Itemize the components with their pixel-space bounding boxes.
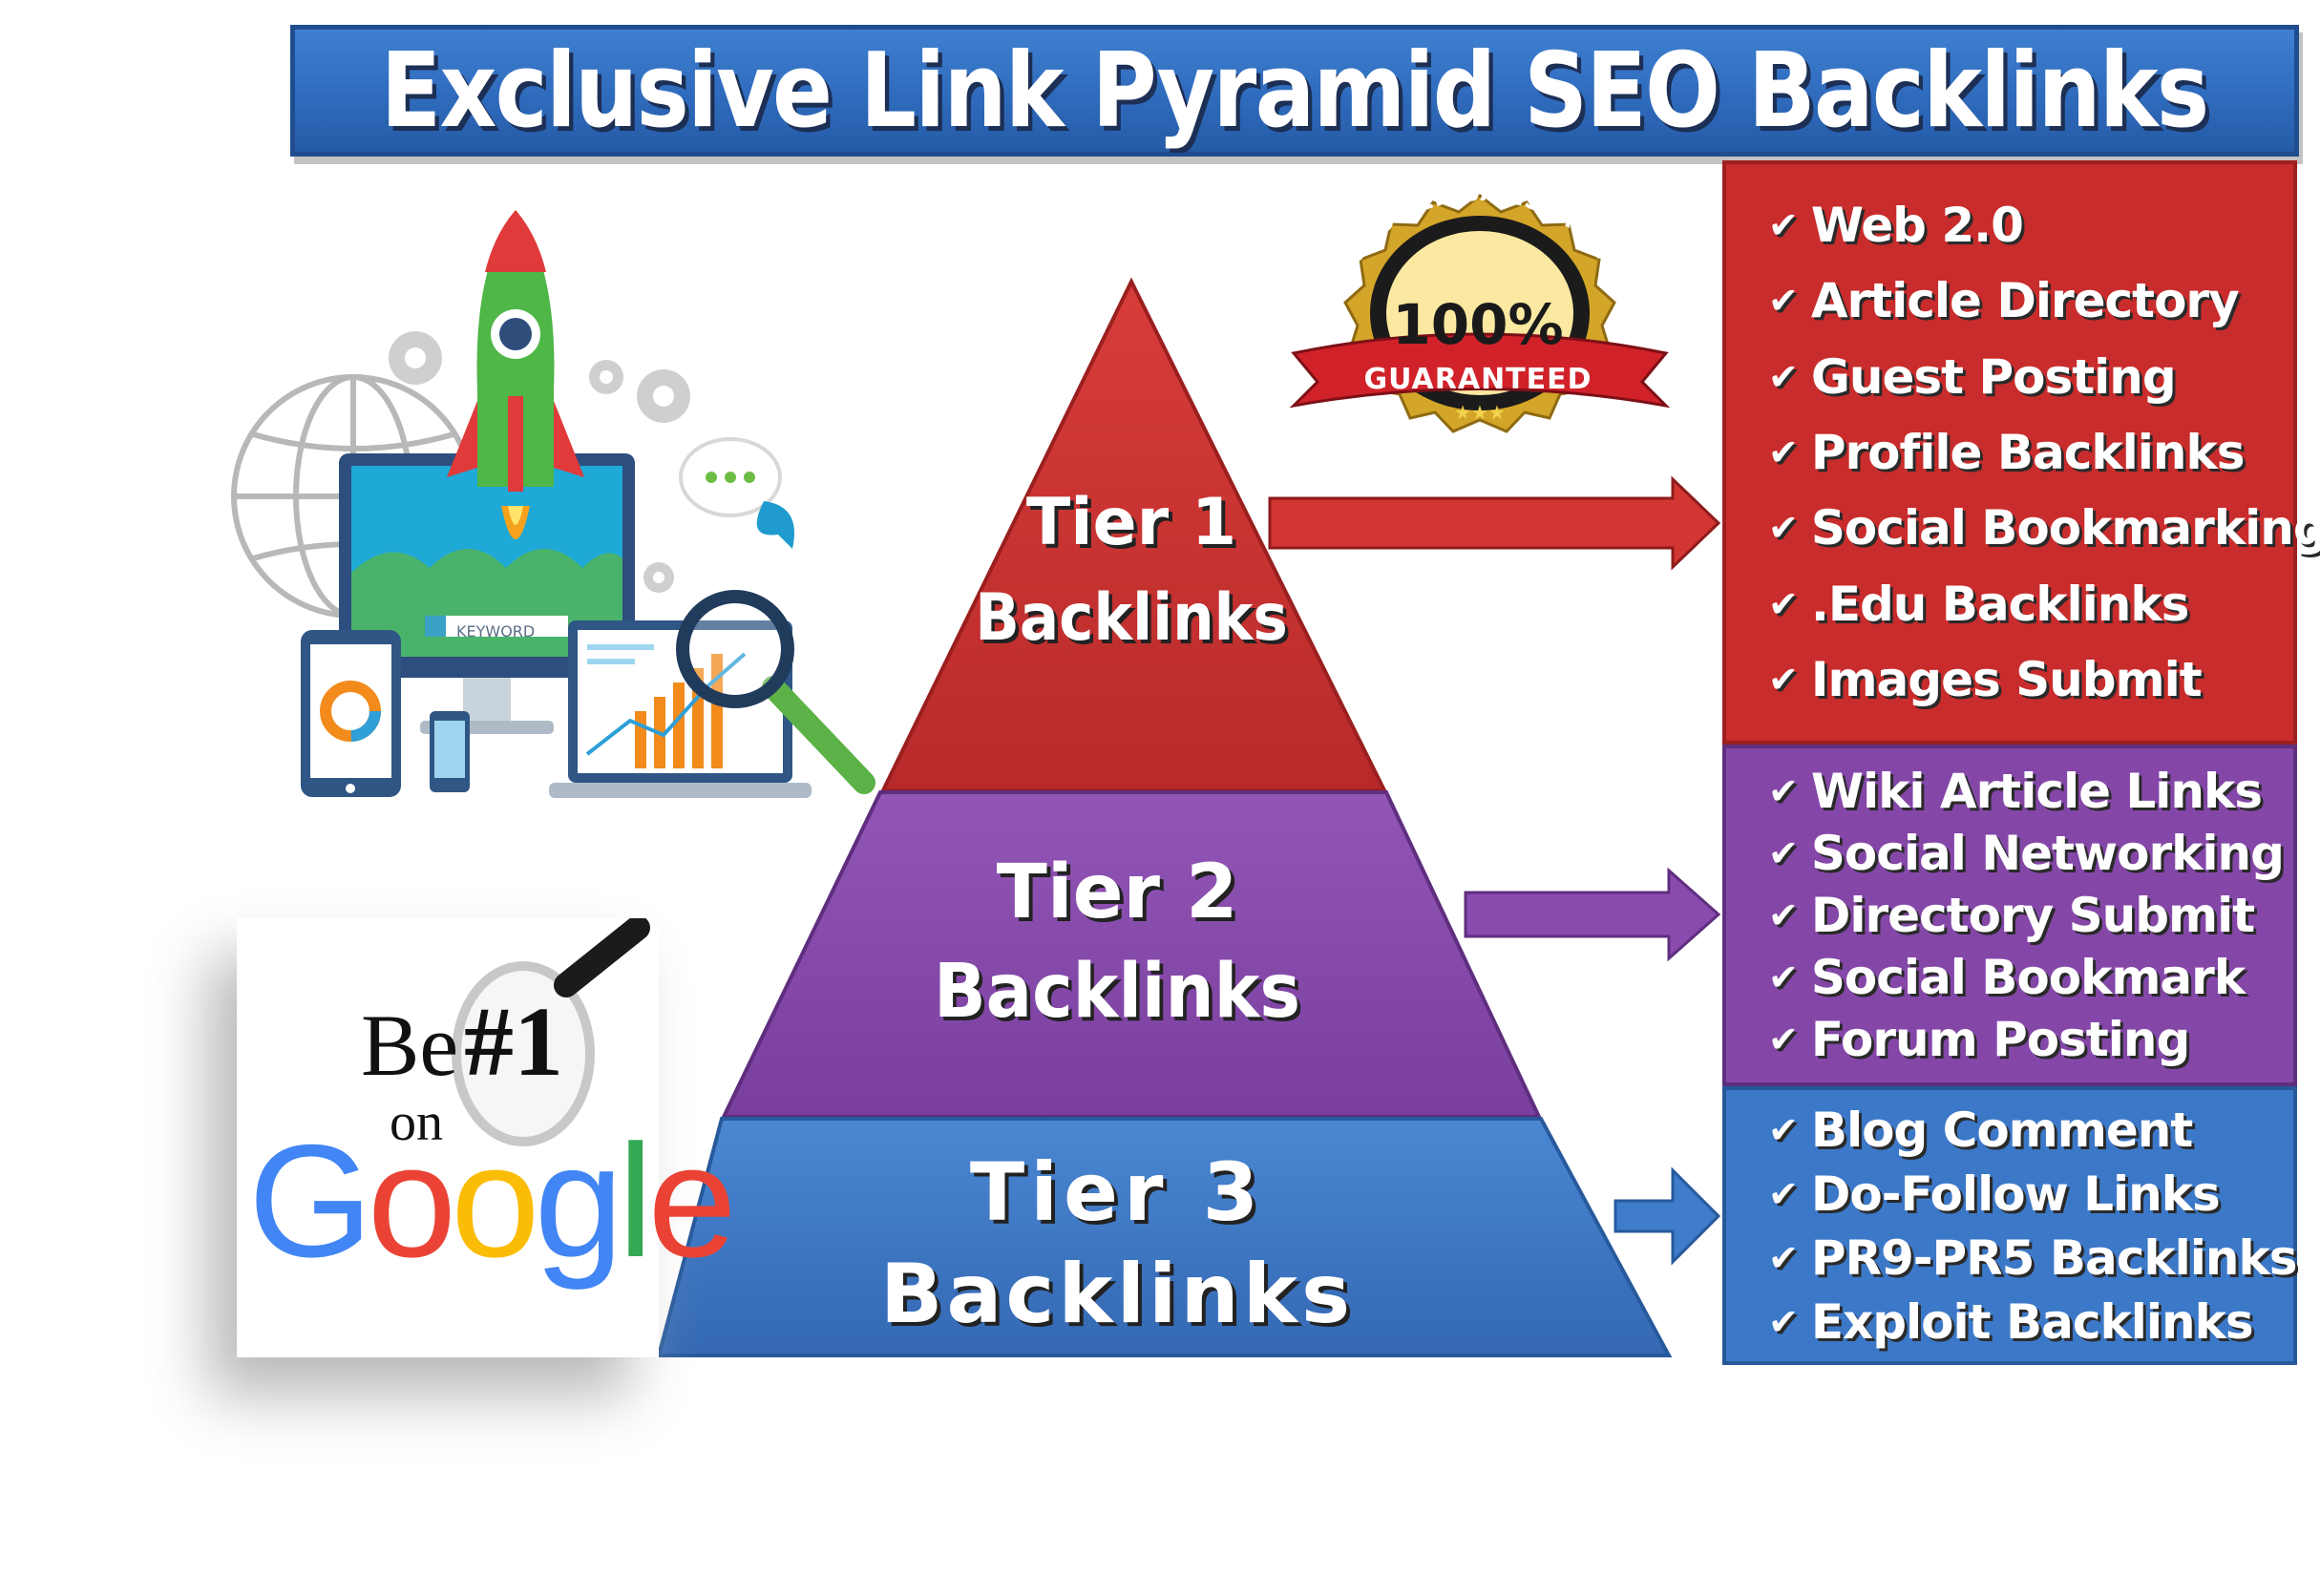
satisfaction-badge: CUSTOMER SATISFACTION <box>1289 191 1671 433</box>
google-letter: o <box>451 1111 539 1291</box>
tier1-label: Tier 1 <box>1025 485 1237 560</box>
google-letter: e <box>647 1111 736 1291</box>
phone-icon <box>430 711 470 792</box>
google-letter: G <box>248 1111 373 1291</box>
list-item: ✔ Guest Posting <box>1768 349 2293 405</box>
chat-bubble-icon <box>679 437 794 549</box>
on-text: on <box>390 1093 443 1152</box>
checkmark-icon: ✔ <box>1768 1172 1799 1215</box>
number-one-text: #1 <box>464 987 563 1097</box>
list-item: ✔ Images Submit <box>1768 652 2293 707</box>
list-item-label: .Edu Backlinks <box>1810 576 2190 632</box>
google-letter: g <box>534 1111 623 1291</box>
checkmark-icon: ✔ <box>1768 893 1799 936</box>
google-card: Be #1 on Google <box>237 918 737 1357</box>
magnifier-icon <box>676 590 875 794</box>
list-item: ✔ Article Directory <box>1768 273 2293 328</box>
arrow-tier3 <box>1613 1166 1721 1266</box>
list-item: ✔ Profile Backlinks <box>1768 425 2293 480</box>
checkmark-icon: ✔ <box>1768 1108 1799 1151</box>
list-item-label: Exploit Backlinks <box>1810 1293 2254 1350</box>
list-item-label: Blog Comment <box>1810 1102 2193 1158</box>
badge-ribbon-text: GUARANTEED <box>1363 363 1592 396</box>
checkmark-icon: ✔ <box>1768 1236 1799 1279</box>
badge-percent: 100% <box>1392 292 1564 357</box>
arrow-tier1 <box>1268 475 1721 571</box>
list-item-label: Web 2.0 <box>1810 197 2024 253</box>
tier2-list-box: ✔ Wiki Article Links ✔ Social Networking ✔ Di… <box>1722 745 2297 1086</box>
list-item: ✔ Wiki Article Links <box>1768 764 2293 819</box>
title-banner: Exclusive Link Pyramid SEO Backlinks <box>290 25 2299 157</box>
list-item-label: Profile Backlinks <box>1810 424 2246 480</box>
list-item: ✔ Exploit Backlinks <box>1768 1294 2293 1350</box>
list-item: ✔ Blog Comment <box>1768 1102 2293 1158</box>
list-item: ✔ Directory Submit <box>1768 888 2293 943</box>
checkmark-icon: ✔ <box>1768 956 1799 999</box>
google-logo: Google <box>248 1109 737 1293</box>
list-item-label: Article Directory <box>1810 273 2240 329</box>
checkmark-icon: ✔ <box>1768 769 1799 812</box>
checkmark-icon: ✔ <box>1768 430 1799 473</box>
arrow-tier2 <box>1464 867 1721 962</box>
pyramid-tier3 <box>656 1117 1673 1357</box>
laptop-icon <box>549 620 812 798</box>
checkmark-icon: ✔ <box>1768 507 1799 550</box>
monitor-icon <box>339 453 635 734</box>
list-item-label: Directory Submit <box>1810 887 2255 943</box>
list-item: ✔ Social Bookmark <box>1768 950 2293 1005</box>
checkmark-icon: ✔ <box>1768 355 1799 398</box>
be-text: Be <box>361 997 459 1094</box>
checkmark-icon: ✔ <box>1768 1300 1799 1343</box>
magnifier-icon <box>452 918 650 1146</box>
list-item-label: PR9-PR5 Backlinks <box>1810 1229 2298 1286</box>
list-item-label: Social Bookmarking <box>1810 500 2320 556</box>
gear-icon <box>389 331 690 593</box>
list-item-label: Social Bookmark <box>1810 950 2246 1006</box>
tier1-sublabel: Backlinks <box>975 580 1288 656</box>
tier3-label: Tier 3 <box>969 1145 1265 1239</box>
list-item: ✔ Social Networking <box>1768 826 2293 881</box>
google-letter: l <box>618 1111 653 1291</box>
tier1-list-box: ✔ Web 2.0 ✔ Article Directory ✔ Guest Posting… <box>1722 160 2320 745</box>
checkmark-icon: ✔ <box>1768 831 1799 874</box>
list-item: ✔ Web 2.0 <box>1768 198 2293 253</box>
tier2-label: Tier 2 <box>996 850 1238 935</box>
seo-illustration <box>231 210 875 798</box>
tier3-sublabel: Backlinks <box>879 1247 1355 1342</box>
checkmark-icon: ✔ <box>1768 582 1799 625</box>
list-item-label: Social Networking <box>1810 825 2285 881</box>
list-item-label: Do-Follow Links <box>1810 1166 2221 1222</box>
list-item-label: Images Submit <box>1810 652 2203 708</box>
tier3-list-box: ✔ Blog Comment ✔ Do-Follow Links ✔ PR9-PR5 Ba… <box>1722 1086 2298 1365</box>
list-item: ✔ Do-Follow Links <box>1768 1166 2293 1222</box>
list-item: ✔ PR9-PR5 Backlinks <box>1768 1230 2298 1286</box>
list-item-label: Wiki Article Links <box>1810 763 2263 819</box>
keyword-field-text: KEYWORD <box>456 622 536 640</box>
list-item: ✔ Forum Posting <box>1768 1012 2293 1067</box>
list-item-label: Guest Posting <box>1810 348 2177 405</box>
badge-ribbon <box>1289 332 1671 409</box>
rocket-icon <box>447 210 584 539</box>
tablet-icon <box>301 630 401 797</box>
checkmark-icon: ✔ <box>1768 280 1799 323</box>
checkmark-icon: ✔ <box>1768 1018 1799 1061</box>
google-letter: o <box>367 1111 456 1291</box>
list-item: ✔ Social Bookmarking <box>1768 500 2320 556</box>
page-title: Exclusive Link Pyramid SEO Backlinks <box>381 31 2209 151</box>
checkmark-icon: ✔ <box>1768 659 1799 702</box>
list-item-label: Forum Posting <box>1810 1012 2190 1068</box>
badge-stars: ★★★ <box>1454 403 1506 424</box>
list-item: ✔ .Edu Backlinks <box>1768 577 2293 632</box>
tier2-sublabel: Backlinks <box>933 949 1301 1035</box>
checkmark-icon: ✔ <box>1768 203 1799 246</box>
